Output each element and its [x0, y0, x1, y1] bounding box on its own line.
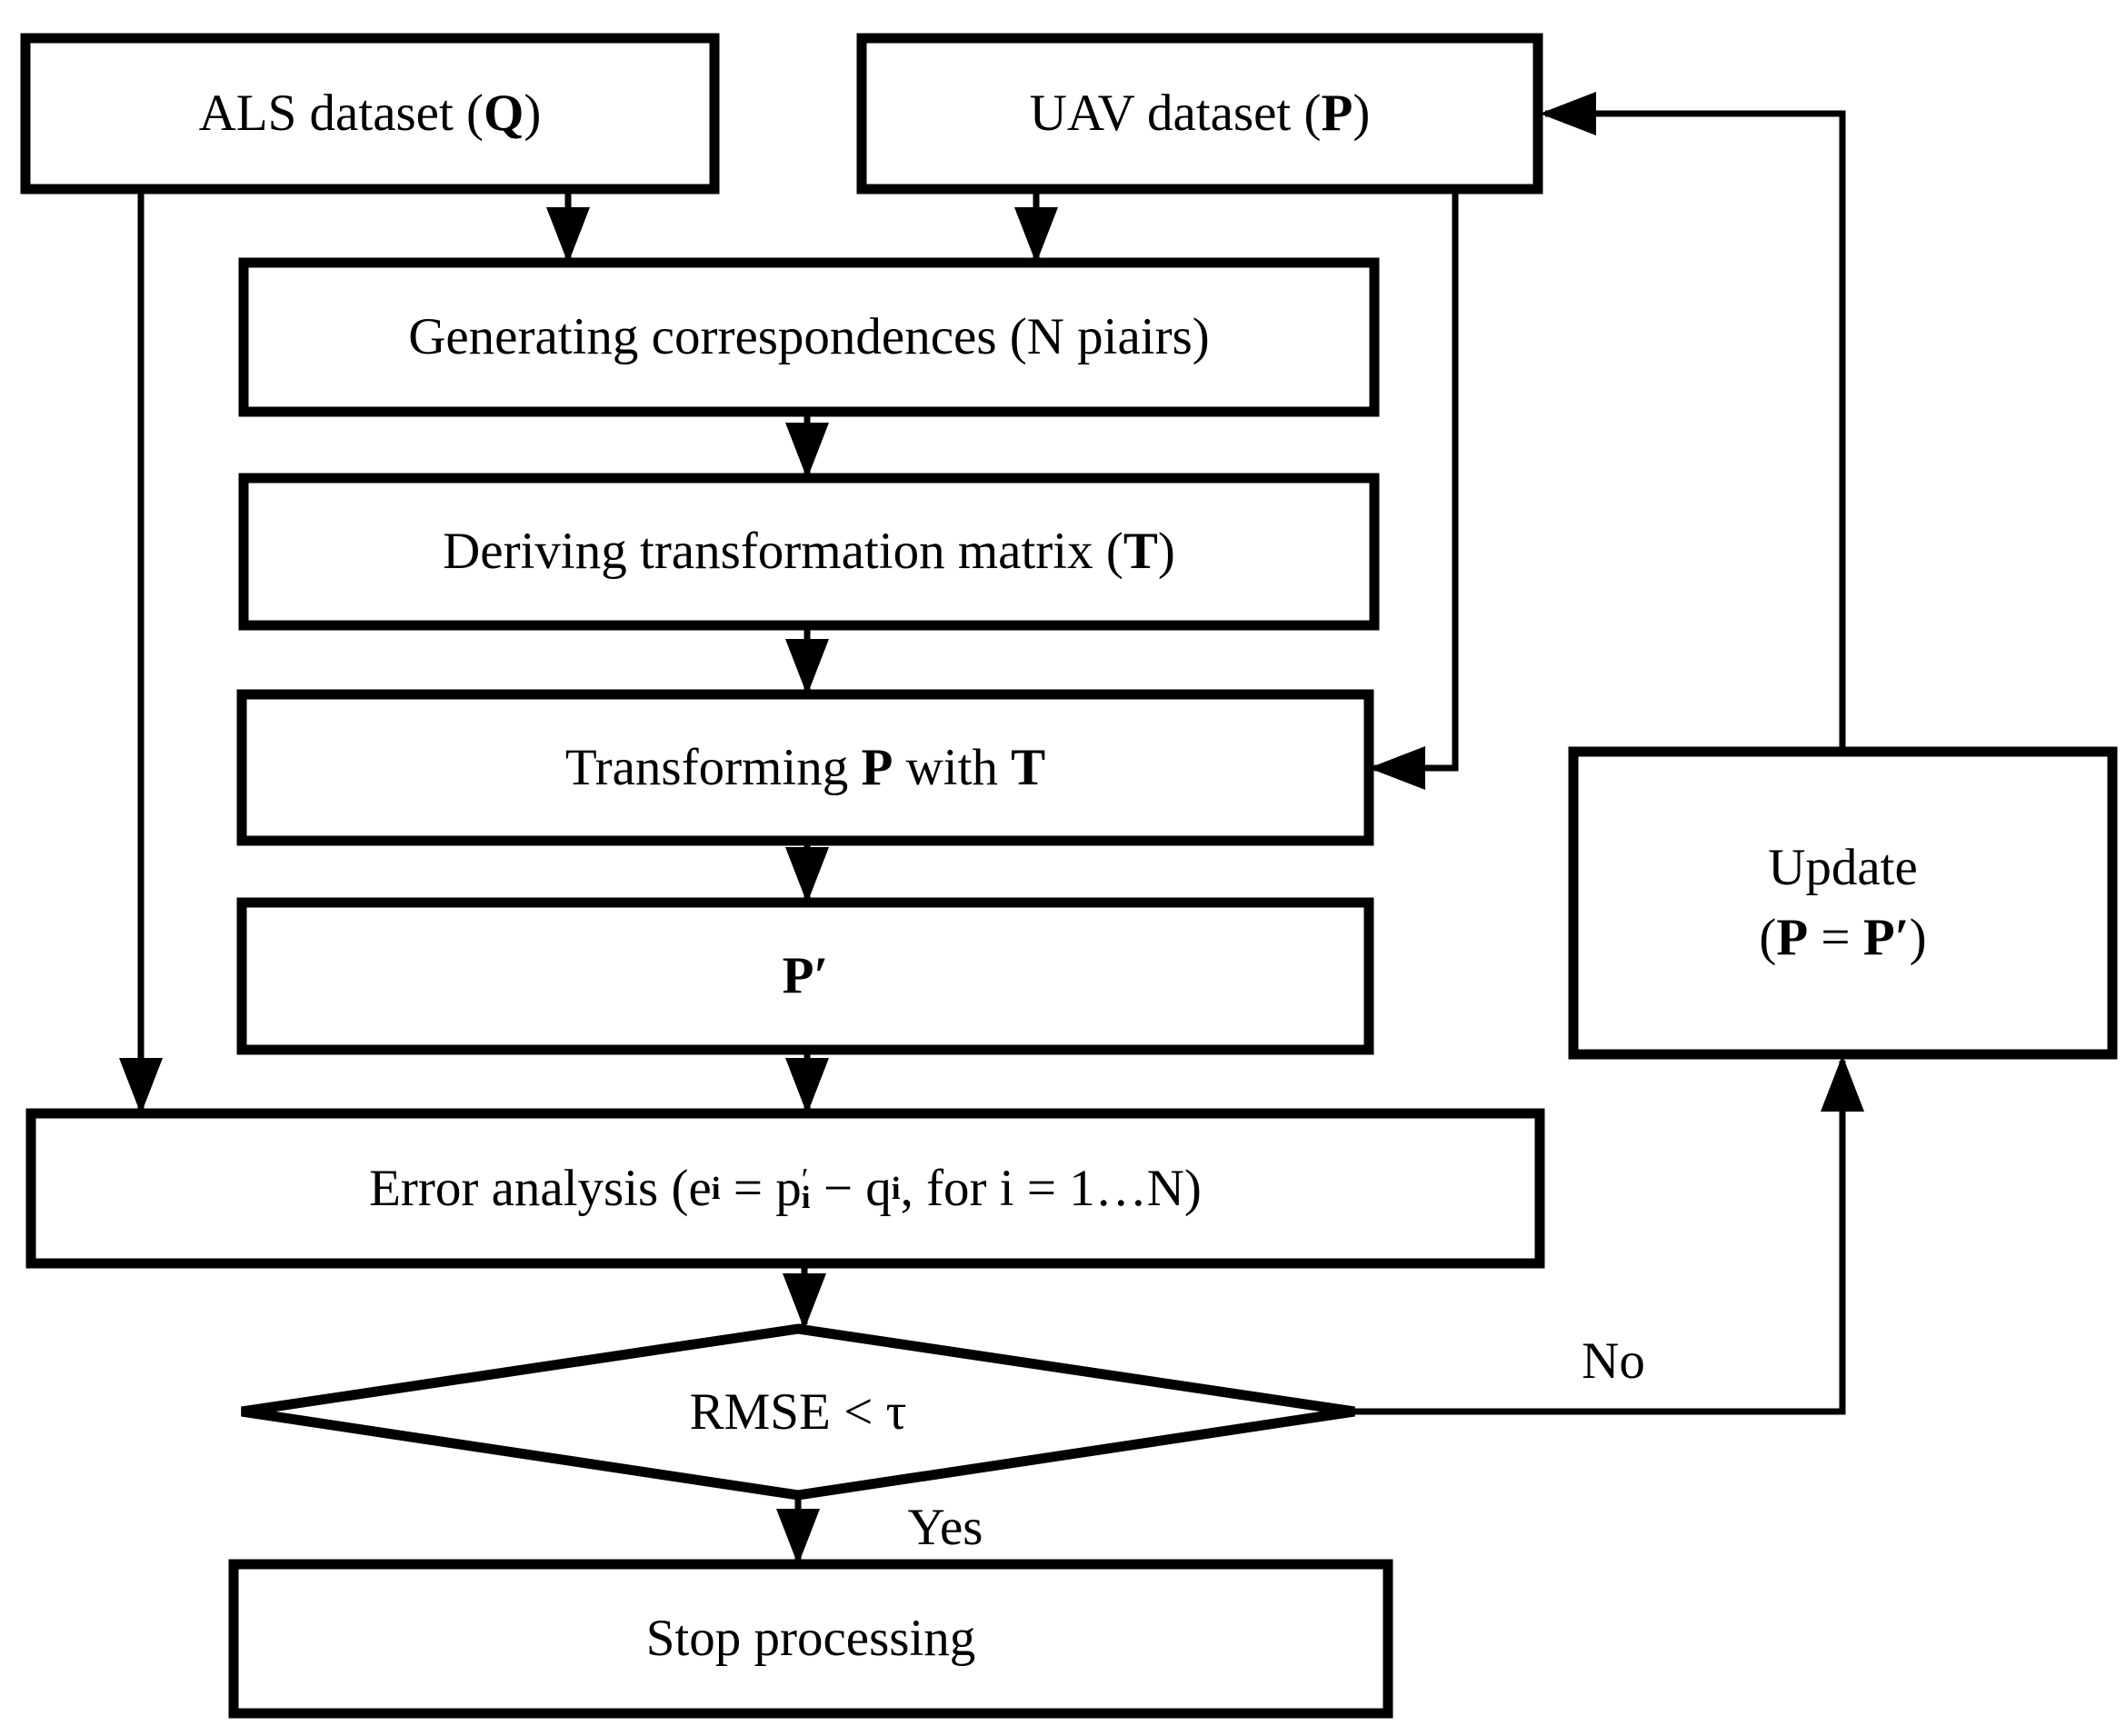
stop-label-text: Stop processing [645, 1610, 976, 1668]
rmse-label-text: RMSE < τ [689, 1382, 907, 1441]
transforming-label: Transforming P with T [242, 694, 1369, 841]
als-dataset-box [20, 33, 720, 195]
transforming-label-bold-p: P [861, 738, 893, 796]
uav-label-post: ) [1352, 85, 1371, 143]
error-label-s3: , for i = 1…N) [900, 1159, 1202, 1217]
als-label-bold-q: Q [484, 85, 524, 143]
als-dataset-label: ALS dataset (Q) [25, 38, 714, 189]
p-prime-box [236, 897, 1374, 1055]
p-prime-label-text: P′ [782, 947, 829, 1005]
transforming-label-mid: with [893, 738, 1012, 796]
uav-dataset-box [856, 33, 1543, 195]
error-label-prime: ′ [801, 1162, 809, 1198]
update-label-bold-p-prime: P′ [1862, 908, 1910, 966]
no-label-text: No [1582, 1332, 1645, 1390]
update-label-l2-open: ( [1759, 908, 1777, 966]
deriving-label-pre: Deriving transformation matrix ( [443, 523, 1123, 581]
error-label-s1: = p [720, 1159, 802, 1217]
error-analysis-box [25, 1108, 1545, 1269]
generating-correspondences-label: Generating correspondences (N piairs) [244, 263, 1374, 412]
stop-processing-box [228, 1559, 1393, 1719]
deriving-label-bold-t: T [1123, 523, 1158, 581]
error-label-p-prime-i-stack: ′i [801, 1162, 811, 1215]
update-label-line2: (P = P′) [1759, 903, 1926, 973]
deriving-label-post: ) [1157, 523, 1175, 581]
transforming-label-pre: Transforming [564, 738, 862, 796]
rmse-decision-label: RMSE < τ [242, 1329, 1354, 1495]
deriving-transformation-box [238, 473, 1380, 631]
yes-label: Yes [863, 1495, 1027, 1559]
stop-processing-label: Stop processing [234, 1564, 1388, 1713]
uav-label-pre: UAV dataset ( [1029, 85, 1322, 143]
update-label-equals: = [1808, 908, 1863, 966]
generating-label-text: Generating correspondences (N piairs) [408, 308, 1210, 366]
update-label-line1: Update [1768, 838, 1918, 896]
update-label-l2-close: ) [1909, 908, 1927, 966]
update-box [1568, 746, 2118, 1060]
p-prime-label: P′ [242, 903, 1369, 1050]
deriving-transformation-label: Deriving transformation matrix (T) [244, 478, 1374, 625]
error-label-s2: − q [810, 1159, 892, 1217]
transforming-label-bold-t: T [1011, 738, 1046, 796]
arrow-no-diamond-to-update [1354, 1055, 1864, 1415]
uav-label-bold-p: P [1321, 85, 1353, 143]
update-label: Update (P = P′) [1573, 752, 2112, 1054]
no-label: No [1532, 1329, 1695, 1392]
arrow-uav-to-transforming [1369, 189, 1459, 790]
arrow-update-to-uav [1540, 92, 1846, 752]
error-label-s0: Error analysis (e [369, 1159, 712, 1217]
error-label-sub-p-i: i [801, 1179, 811, 1215]
update-label-bold-p: P [1776, 908, 1809, 966]
yes-label-text: Yes [907, 1498, 983, 1556]
uav-dataset-label: UAV dataset (P) [862, 38, 1538, 189]
als-label-pre: ALS dataset ( [198, 85, 484, 143]
als-label-post: ) [524, 85, 542, 143]
